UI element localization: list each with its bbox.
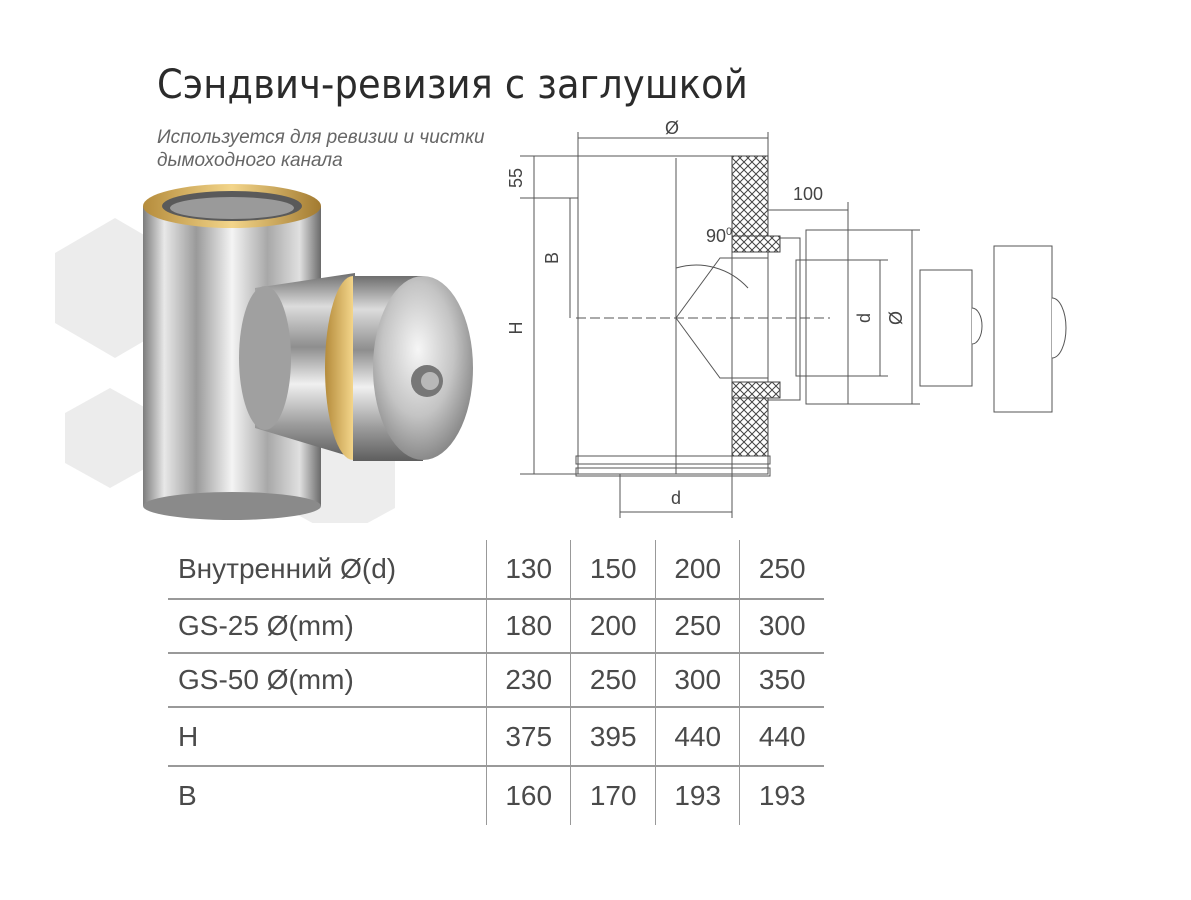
bottom-band [575,455,771,465]
table-cell: 395 [570,706,656,766]
table-cell: 230 [485,652,571,707]
cap-part-small-dome [971,307,983,345]
label-dim-b: B [542,252,562,264]
cap-part-small [919,269,973,387]
insulation-hatch [731,381,781,399]
cap-part-large [993,245,1053,413]
product-photo [55,184,473,523]
table-cell: 300 [739,598,824,653]
table-cell: 250 [654,598,740,653]
insulation-hatch [731,397,769,457]
angle-value: 90 [706,226,726,246]
table-cell: 180 [485,598,571,653]
table-row: B 160 170 193 193 [168,765,824,825]
table-cell: 200 [654,540,740,599]
table-cell: 150 [570,540,656,599]
table-cell: 350 [739,652,824,707]
pipe-bottom [143,492,321,520]
label-dim-h: H [506,322,526,335]
dimensions-table: Внутренний Ø(d) 130 150 200 250 GS-25 Ø(… [168,540,824,825]
table-cell: 440 [739,706,824,766]
table-cell: 200 [570,598,656,653]
table-row: H 375 395 440 440 [168,706,824,766]
table-cell: 193 [654,765,740,825]
background-hexagon [65,388,155,488]
page-title: Сэндвич-ревизия с заглушкой [157,62,748,108]
cap-part-large-dome [1051,297,1067,359]
subtitle-line-1: Используется для ревизии и чистки [157,127,485,148]
label-diameter-top: Ø [665,118,679,138]
label-dim-100: 100 [793,184,823,204]
cone-insert [675,257,768,379]
table-cell: 130 [485,540,571,599]
row-label: GS-25 Ø(mm) [168,598,487,653]
table-row: GS-25 Ø(mm) 180 200 250 300 [168,598,824,653]
page-subtitle: Используется для ревизии и чистки дымохо… [157,126,517,172]
pipe-top-inner [170,197,294,219]
table-cell: 250 [570,652,656,707]
table-cell: 440 [654,706,740,766]
row-label: GS-50 Ø(mm) [168,652,487,707]
branch-flange [805,229,849,405]
branch-outline [767,237,801,401]
angle-unit: 0 [726,226,732,238]
table-row: Внутренний Ø(d) 130 150 200 250 [168,540,824,599]
row-label: Внутренний Ø(d) [178,553,397,584]
table-cell: 300 [654,652,740,707]
branch-joint [239,286,291,430]
table-cell: 160 [485,765,571,825]
table-cell: 250 [739,540,824,599]
angle-arc [675,264,749,289]
table-row: GS-50 Ø(mm) 230 250 300 350 [168,652,824,707]
table-cell: 375 [485,706,571,766]
table-cell: 170 [570,765,656,825]
label-dim-d-right: d [854,313,874,323]
table-cell: 193 [739,765,824,825]
subtitle-line-2: дымоходного канала [157,150,343,171]
label-dim-diam-right: Ø [886,311,906,325]
row-label: B [168,765,487,825]
bottom-band [575,467,771,477]
insulation-hatch [731,155,769,237]
cap-knob-center [421,372,439,390]
row-label: H [168,706,487,766]
label-angle: 900 [706,226,732,246]
insulation-hatch [731,235,781,253]
label-dim-55: 55 [506,168,526,188]
technical-drawing: Ø 55 100 900 B H d Ø d [506,118,1067,518]
label-dim-d-bottom: d [671,488,681,508]
